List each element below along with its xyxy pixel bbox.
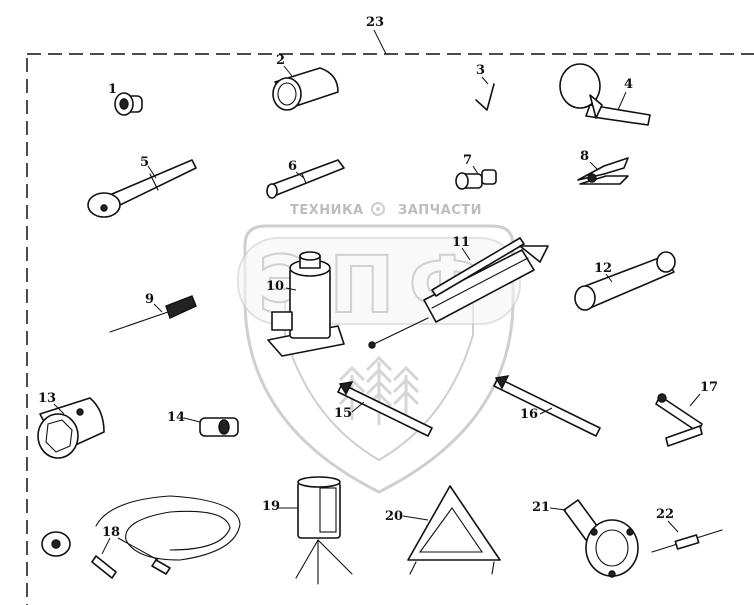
leader-12	[605, 273, 613, 283]
callout-23: 23	[366, 15, 384, 30]
part-13-hex-socket	[37, 397, 105, 459]
callout-9: 9	[145, 292, 154, 307]
leader-14	[183, 417, 201, 423]
watermark-right-text: ЗАПЧАСТИ	[398, 203, 482, 218]
callout-17: 17	[700, 380, 718, 395]
leader-23	[373, 29, 387, 55]
callout-3: 3	[476, 63, 485, 78]
leader-18b	[117, 537, 159, 561]
part-5-ratchet	[87, 159, 197, 218]
leader-6	[295, 171, 305, 179]
part-18-inflation-hose	[41, 495, 241, 579]
callout-7: 7	[463, 153, 472, 168]
part-21-wheel-nut-wrench	[563, 499, 639, 578]
leader-13	[53, 403, 65, 415]
part-15-tyre-lever	[337, 381, 433, 437]
leader-4	[617, 91, 627, 111]
leader-11	[461, 247, 471, 261]
leader-16	[539, 407, 553, 415]
part-16-tyre-lever	[493, 375, 601, 437]
leader-22	[667, 520, 679, 533]
callout-10: 10	[266, 279, 284, 294]
part-9-screwdriver	[109, 295, 197, 333]
leader-17	[689, 393, 701, 407]
callout-19: 19	[262, 499, 280, 514]
leader-15	[351, 401, 365, 413]
leader-5	[147, 165, 157, 179]
part-22-extension-rod	[651, 529, 723, 553]
watermark-left-text: ТЕХНИКА	[290, 203, 364, 218]
part-17-crank-handle	[655, 393, 703, 447]
callout-1: 1	[108, 82, 117, 97]
callout-6: 6	[288, 159, 297, 174]
callout-13: 13	[38, 391, 56, 406]
part-14-adapter	[199, 417, 239, 437]
leader-2	[283, 65, 293, 77]
part-6-extension	[266, 159, 345, 199]
leader-18a	[101, 537, 111, 555]
callout-14: 14	[167, 410, 185, 425]
callout-11: 11	[452, 235, 470, 250]
callout-15: 15	[334, 406, 352, 421]
part-4-strap-wrench	[559, 63, 651, 126]
callout-16: 16	[520, 407, 538, 422]
kit-boundary	[26, 53, 754, 605]
part-8-pliers	[577, 157, 629, 185]
callout-18: 18	[102, 525, 120, 540]
leader-3	[481, 76, 489, 85]
callout-5: 5	[140, 155, 149, 170]
callout-12: 12	[594, 261, 612, 276]
part-3-hex-key	[475, 83, 495, 111]
callout-4: 4	[624, 77, 633, 92]
leader-8	[589, 161, 599, 171]
callout-22: 22	[656, 507, 674, 522]
leader-21	[549, 507, 567, 511]
callout-21: 21	[532, 500, 550, 515]
part-12-tube-spanner	[574, 251, 676, 311]
leader-7	[472, 165, 479, 175]
leader-10	[285, 287, 297, 291]
part-10-bottle-jack	[267, 251, 345, 357]
part-19-portable-lamp	[295, 476, 353, 585]
leader-20	[402, 515, 429, 521]
part-20-warning-triangle	[407, 485, 501, 575]
callout-2: 2	[276, 53, 285, 68]
callout-20: 20	[385, 509, 403, 524]
leader-9	[153, 303, 163, 313]
part-2-sleeve	[272, 67, 339, 111]
part-11-grease-gun	[368, 237, 549, 349]
callout-8: 8	[580, 149, 589, 164]
part-7-universal-joint	[455, 169, 497, 190]
part-1-socket	[114, 92, 143, 116]
